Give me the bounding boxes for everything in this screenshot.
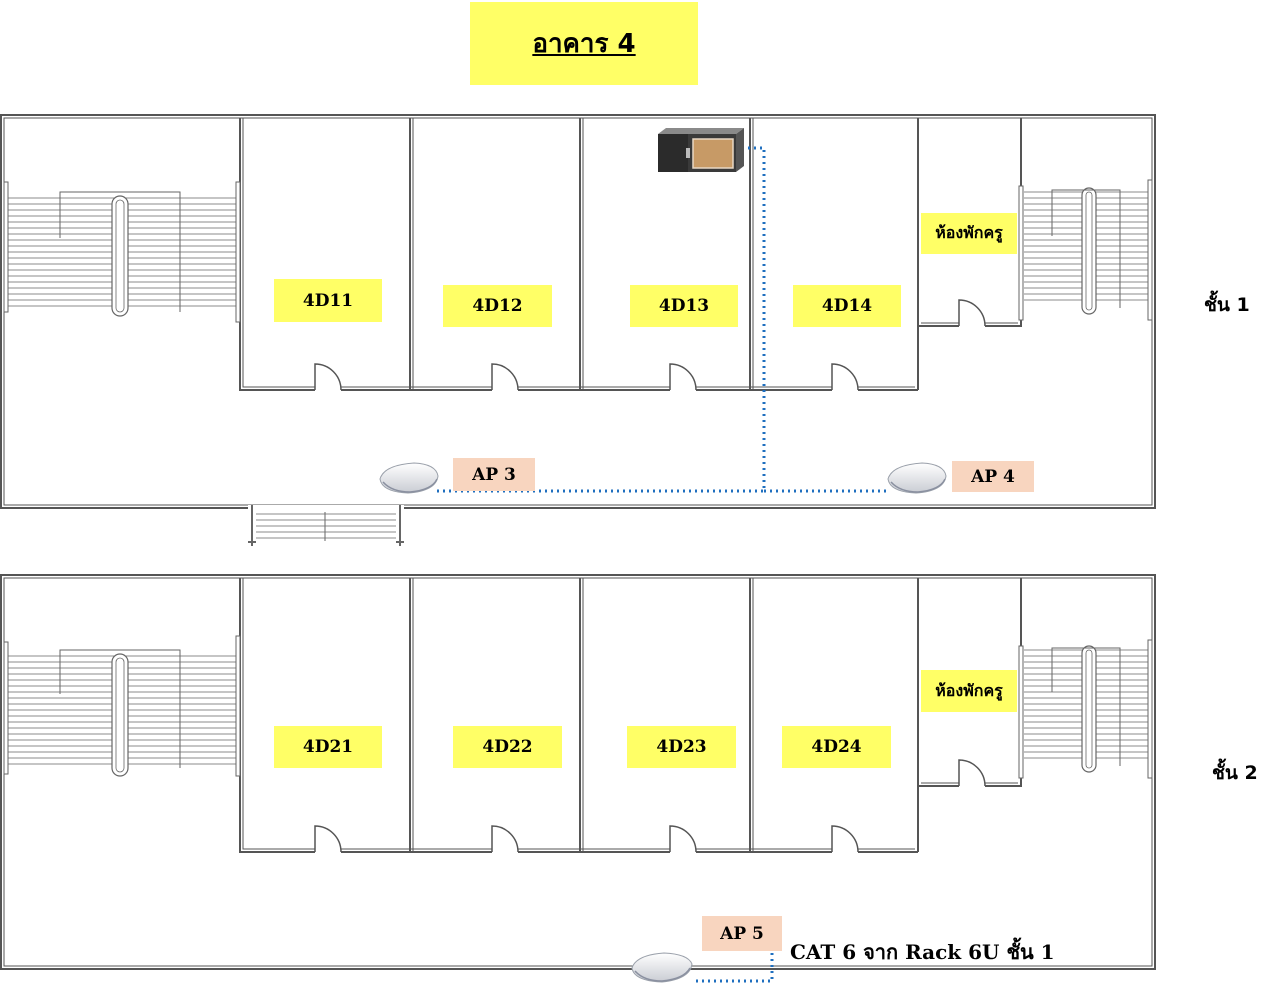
floor-label-2: ชั้น 2 (1212, 762, 1258, 784)
building-title: อาคาร 4 (470, 2, 698, 85)
floor-1-stair-right (1018, 179, 1153, 321)
ap-label-ap5: AP 5 (702, 916, 782, 951)
room-label-4d11: 4D11 (274, 279, 382, 322)
wireless-access-point-icon (887, 462, 947, 494)
floor-1-walls (0, 114, 1156, 509)
wireless-access-point-icon (379, 462, 439, 494)
floor-2-walls (0, 574, 1156, 970)
teacher-room-label-floor-2: ห้องพักครู (921, 670, 1017, 712)
floor-2-stair-left (3, 635, 241, 777)
room-label-4d13: 4D13 (630, 285, 738, 327)
room-label-4d23: 4D23 (627, 726, 736, 768)
entrance-stair (248, 505, 404, 546)
building-title-text: อาคาร 4 (532, 29, 636, 59)
room-label-4d21: 4D21 (274, 726, 382, 768)
floor-1-stair-left (3, 181, 241, 323)
room-label-4d12: 4D12 (443, 285, 552, 327)
floor-2-doors (314, 759, 986, 856)
ap-label-ap3: AP 3 (453, 458, 535, 491)
ap-label-ap4: AP 4 (952, 461, 1034, 492)
room-label-4d24: 4D24 (782, 726, 891, 768)
cable-note: CAT 6 จาก Rack 6U ชั้น 1 (790, 940, 1055, 964)
floor-1-doors (314, 299, 986, 394)
wireless-access-point-icon (631, 952, 693, 983)
floor-2-stair-right (1018, 639, 1153, 779)
floor-label-1: ชั้น 1 (1204, 294, 1250, 316)
teacher-room-label-floor-1: ห้องพักครู (921, 213, 1017, 254)
room-label-4d14: 4D14 (793, 285, 901, 327)
cable-runs (436, 146, 888, 983)
room-label-4d22: 4D22 (453, 726, 562, 768)
rack-cabinet-icon (658, 128, 744, 172)
